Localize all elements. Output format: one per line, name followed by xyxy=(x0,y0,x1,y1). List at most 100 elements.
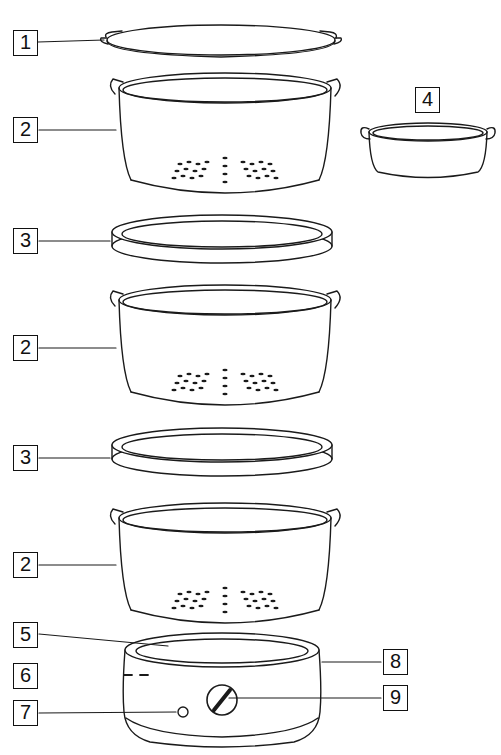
callout-number: 6 xyxy=(13,663,38,689)
callout-number: 5 xyxy=(13,622,38,648)
bowl-rim xyxy=(119,503,331,533)
steam-hole xyxy=(198,387,203,390)
steam-hole xyxy=(180,605,185,608)
steam-hole xyxy=(252,170,257,173)
steam-hole xyxy=(195,375,200,378)
ring xyxy=(112,428,332,462)
water-level-mark xyxy=(124,674,148,676)
leader-line xyxy=(229,697,381,698)
steam-hole xyxy=(258,373,263,376)
callout-number: 7 xyxy=(13,700,38,726)
steam-hole xyxy=(177,375,182,378)
steam-hole xyxy=(222,165,227,168)
bowl-rim-inner xyxy=(123,508,327,532)
steam-hole xyxy=(261,598,266,601)
leader-line xyxy=(38,40,104,42)
steam-hole xyxy=(222,587,227,590)
bowl-bottom xyxy=(131,392,319,405)
steam-hole xyxy=(204,373,209,376)
lid-handle xyxy=(101,38,342,44)
steam-hole xyxy=(222,173,227,176)
ring-inner xyxy=(122,434,322,460)
rice-bowl-rim-inner xyxy=(373,126,483,140)
leader-line xyxy=(39,712,176,713)
steam-hole xyxy=(171,177,176,180)
callout-number: 4 xyxy=(415,87,440,113)
bowl-rim-inner xyxy=(123,78,327,102)
steam-hole xyxy=(177,593,182,596)
steam-hole xyxy=(240,161,245,164)
steam-hole xyxy=(273,389,278,392)
callout-number: 3 xyxy=(13,228,38,254)
callout-number: 1 xyxy=(13,30,38,56)
steam-hole xyxy=(222,603,227,606)
rice-bowl-body xyxy=(369,132,487,178)
steam-hole xyxy=(174,170,179,173)
steam-hole xyxy=(189,177,194,180)
leader-line xyxy=(39,129,116,130)
bowl-side xyxy=(319,518,331,610)
steam-hole xyxy=(246,605,251,608)
lid-edge xyxy=(107,41,335,57)
steam-hole xyxy=(249,593,254,596)
lid xyxy=(107,25,335,55)
steam-hole xyxy=(273,177,278,180)
steam-hole xyxy=(222,377,227,380)
steam-hole xyxy=(192,382,197,385)
steam-hole xyxy=(252,600,257,603)
rice-bowl-rim xyxy=(369,123,487,141)
bowl-rim-inner xyxy=(123,290,327,314)
steam-hole xyxy=(267,163,272,166)
steam-hole xyxy=(222,369,227,372)
steam-hole xyxy=(180,175,185,178)
steam-hole xyxy=(204,161,209,164)
callout-number: 9 xyxy=(383,685,408,711)
steam-hole xyxy=(195,593,200,596)
steam-hole xyxy=(270,170,275,173)
steam-hole xyxy=(264,175,269,178)
steam-hole xyxy=(267,375,272,378)
steam-hole xyxy=(258,161,263,164)
steam-hole xyxy=(177,163,182,166)
callout-number: 2 xyxy=(13,117,38,143)
leader-line xyxy=(39,240,110,241)
leader-line xyxy=(39,564,116,565)
steam-hole xyxy=(198,175,203,178)
steam-hole xyxy=(249,163,254,166)
bowl-side xyxy=(119,88,131,180)
callout-number: 8 xyxy=(383,649,408,675)
bowl-rim xyxy=(119,285,331,315)
steam-hole xyxy=(192,600,197,603)
bowl-side xyxy=(119,518,131,610)
steam-hole xyxy=(171,389,176,392)
steam-hole xyxy=(186,591,191,594)
steam-hole xyxy=(252,382,257,385)
callout-number: 2 xyxy=(13,335,38,361)
steam-hole xyxy=(186,373,191,376)
steam-hole xyxy=(261,168,266,171)
bowl-side xyxy=(319,300,331,392)
steam-hole xyxy=(222,157,227,160)
steam-hole xyxy=(186,161,191,164)
ring xyxy=(112,215,332,249)
steam-hole xyxy=(189,389,194,392)
bowl-side xyxy=(119,300,131,392)
water-reservoir-rim xyxy=(125,633,319,667)
steam-hole xyxy=(222,611,227,614)
steam-hole xyxy=(243,598,248,601)
steam-hole xyxy=(222,393,227,396)
steam-hole xyxy=(204,591,209,594)
steam-hole xyxy=(270,600,275,603)
steam-hole xyxy=(201,598,206,601)
steam-hole xyxy=(189,607,194,610)
steam-holes xyxy=(171,587,278,614)
steam-hole xyxy=(264,605,269,608)
bowl-bottom xyxy=(131,610,319,623)
steam-hole xyxy=(258,591,263,594)
knob-grip xyxy=(214,690,230,710)
steam-hole xyxy=(201,380,206,383)
steam-hole xyxy=(180,387,185,390)
steam-hole xyxy=(243,168,248,171)
